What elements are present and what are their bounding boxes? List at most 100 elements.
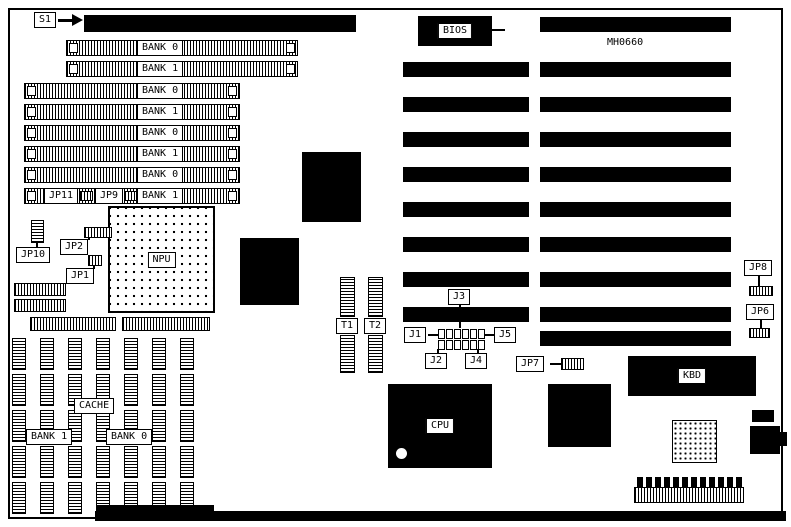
simm-end-clip (228, 128, 237, 138)
isa-slot-right-6 (540, 237, 731, 252)
pin (470, 340, 477, 350)
jp8-jumper (749, 286, 773, 296)
s1-dip-switch (84, 15, 356, 32)
simm-socket-7: BANK 0 (24, 167, 240, 183)
dip-chip (12, 410, 26, 442)
npu-socket: NPU (108, 206, 215, 313)
power-pin (700, 477, 706, 487)
simm-bank-label: BANK 0 (137, 40, 184, 56)
isa-slot-right-1 (540, 62, 731, 77)
t2-connector-lower (368, 335, 383, 373)
qfp-chip-upper (302, 152, 361, 222)
cache-header-3 (30, 317, 116, 331)
isa-slot-left-3 (403, 132, 529, 147)
j4-leader-line (477, 349, 479, 354)
s1-arrow-icon (72, 14, 83, 26)
isa-slot-right-2 (540, 97, 731, 112)
jp10-label: JP10 (16, 247, 51, 263)
simm-bank-label: BANK 1 (137, 146, 184, 162)
simm-bank-label: BANK 0 (137, 83, 184, 99)
pin (462, 340, 469, 350)
kbd-label: KBD (677, 368, 707, 384)
bios-leader-line (492, 29, 505, 31)
pin (454, 329, 461, 339)
dip-chip (12, 446, 26, 478)
isa-slot-left-7 (403, 272, 529, 287)
j5-label: J5 (494, 327, 517, 343)
power-pin (727, 477, 733, 487)
pin (478, 329, 485, 339)
power-pin (736, 477, 742, 487)
isa-slot-right-5 (540, 202, 731, 217)
jp11-label: JP11 (44, 188, 79, 204)
dip-chip (12, 482, 26, 514)
isa-slot-left-8 (403, 307, 529, 322)
qfp-chip-lower (548, 384, 611, 447)
simm-end-clip (286, 43, 295, 53)
isa-slot-right-7 (540, 272, 731, 287)
power-pin (718, 477, 724, 487)
keyboard-connector-tab (778, 432, 787, 446)
simm-bank-label: BANK 1 (137, 61, 184, 77)
power-pin (682, 477, 688, 487)
j1-leader-line (428, 334, 438, 336)
pin (454, 340, 461, 350)
isa-slot-left-2 (403, 97, 529, 112)
isa-slot-right-3 (540, 132, 731, 147)
dip-chip (40, 374, 54, 406)
j3-leader-line (459, 304, 461, 328)
pin (438, 329, 445, 339)
jp6-label: JP6 (746, 304, 775, 320)
simm-socket-5: BANK 0 (24, 125, 240, 141)
jp6-jumper (749, 328, 770, 338)
kbd-controller-chip: KBD (628, 356, 756, 396)
power-pin (709, 477, 715, 487)
jp1-label: JP1 (66, 268, 95, 284)
dip-chip (40, 338, 54, 370)
t2-connector-upper (368, 277, 383, 317)
dip-chip (124, 338, 138, 370)
t1-connector-lower (340, 335, 355, 373)
j2-label: J2 (425, 353, 448, 369)
cache-header-1 (14, 283, 66, 296)
dip-chip (152, 446, 166, 478)
dip-chip (152, 410, 166, 442)
power-pin (637, 477, 643, 487)
isa-slot-right-9 (540, 331, 731, 346)
gridded-chip (672, 420, 717, 463)
j1-label: J1 (404, 327, 427, 343)
cache-bank1-label: BANK 1 (26, 429, 73, 445)
power-pin (664, 477, 670, 487)
dip-chip (12, 338, 26, 370)
simm-bank-label: BANK 0 (137, 125, 184, 141)
simm-bank-label: BANK 1 (137, 104, 184, 120)
dip-chip (68, 482, 82, 514)
isa-slot-left-4 (403, 167, 529, 182)
s1-leader-line (58, 19, 74, 22)
simm-socket-1: BANK 0 (66, 40, 298, 56)
simm-socket-3: BANK 0 (24, 83, 240, 99)
cache-bank0-label: BANK 0 (106, 429, 153, 445)
cpu-label: CPU (425, 418, 455, 434)
power-pin (673, 477, 679, 487)
dip-chip (180, 446, 194, 478)
board-bottom-edge (95, 511, 786, 521)
t2-label: T2 (364, 318, 387, 334)
power-connector-pins (637, 477, 742, 487)
isa-slot-right-4 (540, 167, 731, 182)
simm-end-clip (27, 107, 36, 117)
dip-chip (96, 446, 110, 478)
bios-label: BIOS (437, 23, 473, 39)
simm-end-clip (27, 86, 36, 96)
simm-end-clip (228, 191, 237, 201)
dip-chip (180, 338, 194, 370)
dip-chip (68, 446, 82, 478)
isa-slot-left-1 (403, 62, 529, 77)
dip-chip (40, 446, 54, 478)
simm-socket-2: BANK 1 (66, 61, 298, 77)
j4-label: J4 (465, 353, 488, 369)
simm-end-clip (69, 43, 78, 53)
simm-socket-6: BANK 1 (24, 146, 240, 162)
cache-edge-bar (96, 505, 214, 518)
power-pin (691, 477, 697, 487)
